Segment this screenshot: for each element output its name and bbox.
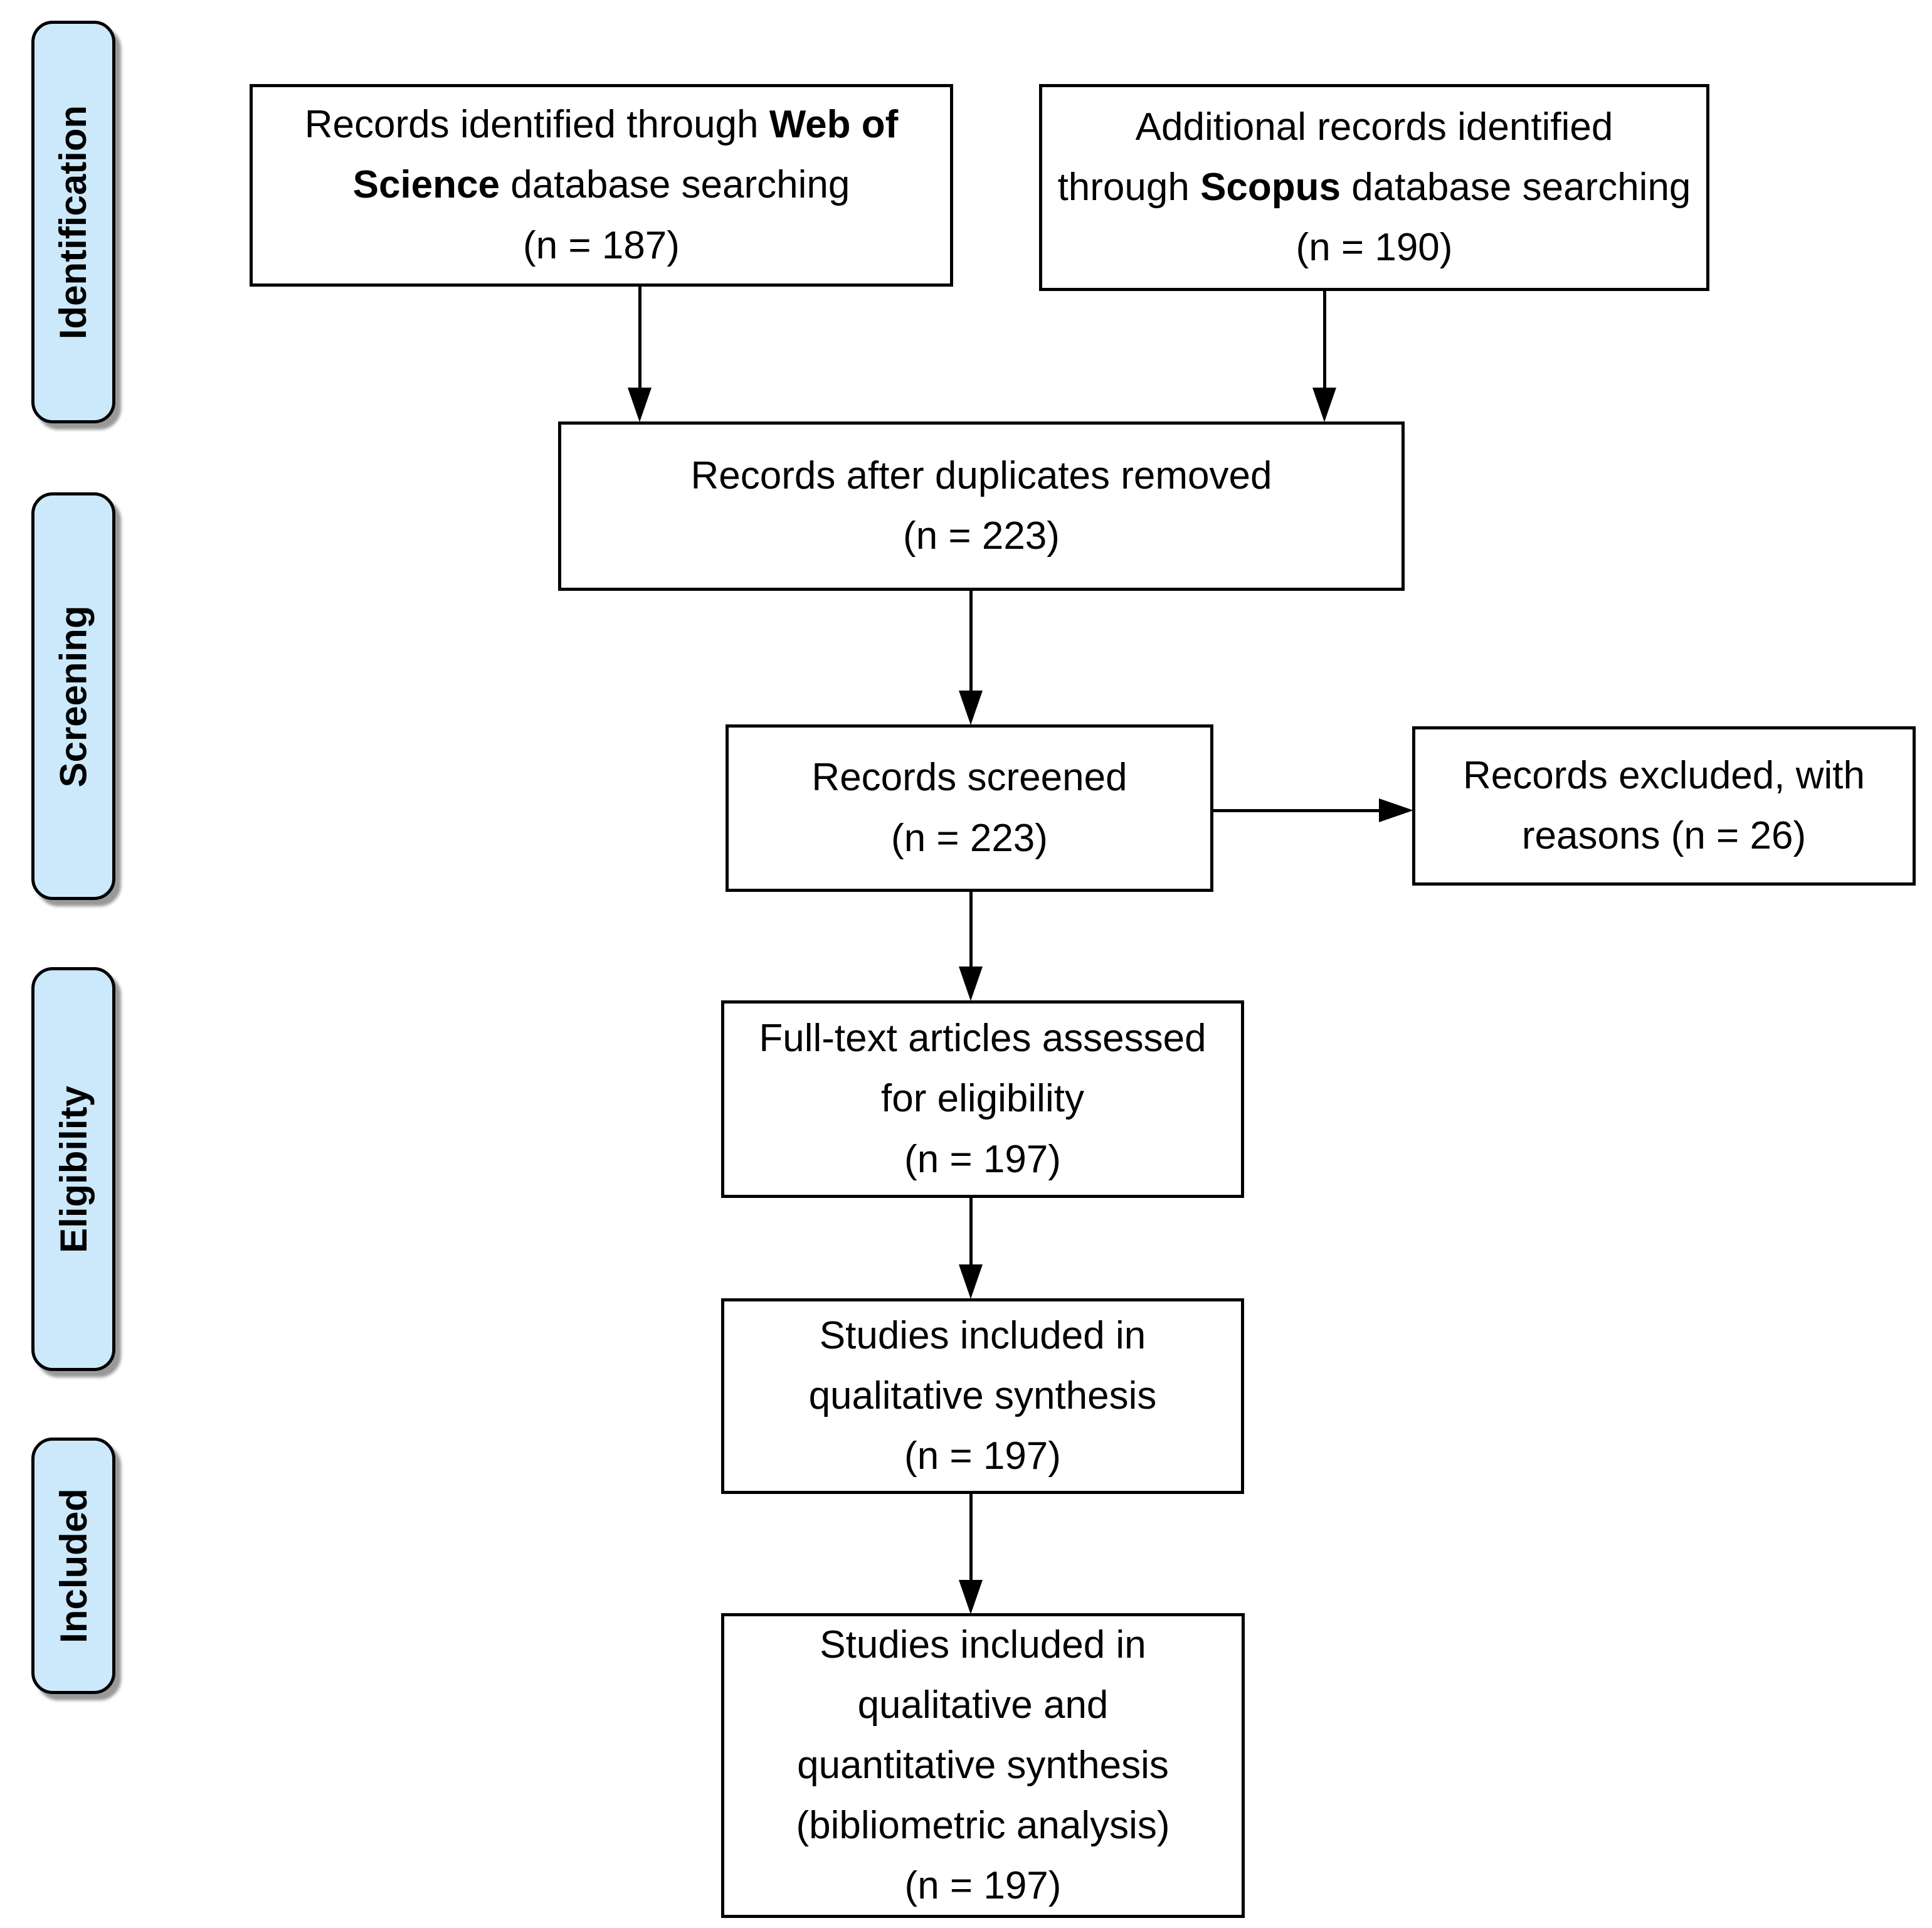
- final-line-1: Studies included in: [820, 1623, 1146, 1666]
- arrowhead-wos-to-duplicates-icon: [628, 388, 652, 422]
- duplicates-count: (n = 223): [903, 514, 1060, 558]
- additional-records-scopus-box: Additional records identified through Sc…: [1039, 84, 1709, 291]
- stage-identification: Identification: [31, 21, 115, 423]
- wos-line-2-bold: Science: [352, 163, 500, 207]
- qualitative-count: (n = 197): [904, 1434, 1061, 1478]
- stage-screening: Screening: [31, 492, 115, 900]
- fulltext-line-2: for eligibility: [881, 1077, 1084, 1121]
- stage-included: Included: [31, 1438, 115, 1694]
- stage-screening-label: Screening: [52, 605, 95, 788]
- arrowhead-screened-to-fulltext-icon: [959, 967, 983, 1001]
- final-line-2: qualitative and: [857, 1683, 1109, 1727]
- stage-included-label: Included: [52, 1488, 95, 1643]
- qualitative-line-1: Studies included in: [819, 1313, 1146, 1357]
- qualitative-synthesis-box: Studies included in qualitative synthesi…: [721, 1298, 1244, 1494]
- fulltext-count: (n = 197): [904, 1137, 1061, 1181]
- records-excluded-box: Records excluded, with reasons (n = 26): [1412, 726, 1916, 886]
- stage-eligibility: Eligibility: [31, 967, 115, 1371]
- duplicates-line-1: Records after duplicates removed: [690, 453, 1272, 497]
- arrowhead-screened-to-excluded-icon: [1379, 798, 1413, 822]
- wos-line-1-text: Records identified through: [304, 103, 769, 147]
- connector-qualitative-to-final: [969, 1493, 973, 1582]
- connector-scopus-to-duplicates: [1323, 290, 1326, 390]
- records-screened-box: Records screened (n = 223): [726, 724, 1213, 892]
- connector-fulltext-to-qualitative: [969, 1197, 973, 1266]
- excluded-line-2: reasons (n = 26): [1521, 814, 1807, 857]
- connector-wos-to-duplicates: [638, 285, 641, 390]
- stage-identification-label: Identification: [52, 105, 95, 339]
- screened-count: (n = 223): [891, 816, 1048, 860]
- arrowhead-scopus-to-duplicates-icon: [1312, 388, 1336, 422]
- arrowhead-fulltext-to-qualitative-icon: [959, 1264, 983, 1299]
- scopus-line-2-text-2: database searching: [1341, 165, 1691, 209]
- scopus-count: (n = 190): [1296, 226, 1453, 270]
- connector-duplicates-to-screened: [969, 590, 973, 692]
- wos-line-1: Records identified through Web of: [305, 95, 899, 155]
- connector-screened-to-fulltext: [969, 891, 973, 968]
- scopus-line-2-bold: Scopus: [1200, 165, 1341, 209]
- wos-line-1-bold: Web of: [769, 103, 899, 147]
- arrowhead-duplicates-to-screened-icon: [959, 691, 983, 725]
- screened-line-1: Records screened: [811, 756, 1127, 800]
- stage-eligibility-label: Eligibility: [52, 1085, 95, 1253]
- wos-count: (n = 187): [523, 223, 680, 267]
- records-identified-wos-box: Records identified through Web of Scienc…: [250, 84, 953, 287]
- wos-line-2: Science database searching: [353, 155, 850, 215]
- fulltext-line-1: Full-text articles assessed: [759, 1017, 1206, 1061]
- qualitative-line-2: qualitative synthesis: [808, 1374, 1157, 1417]
- final-count: (n = 197): [904, 1864, 1062, 1908]
- fulltext-assessed-box: Full-text articles assessed for eligibil…: [721, 1000, 1244, 1198]
- quantitative-synthesis-box: Studies included in qualitative and quan…: [721, 1613, 1245, 1918]
- arrowhead-qualitative-to-final-icon: [959, 1580, 983, 1614]
- excluded-line-1: Records excluded, with: [1463, 753, 1865, 797]
- scopus-line-2: through Scopus database searching: [1058, 157, 1691, 218]
- final-line-4: (bibliometric analysis): [796, 1804, 1170, 1848]
- wos-line-2-text: database searching: [499, 163, 850, 207]
- scopus-line-1: Additional records identified: [1135, 105, 1613, 149]
- final-line-3: quantitative synthesis: [797, 1743, 1169, 1787]
- records-after-duplicates-box: Records after duplicates removed (n = 22…: [558, 421, 1405, 591]
- scopus-line-2-text: through: [1057, 165, 1201, 209]
- connector-screened-to-excluded: [1212, 809, 1381, 812]
